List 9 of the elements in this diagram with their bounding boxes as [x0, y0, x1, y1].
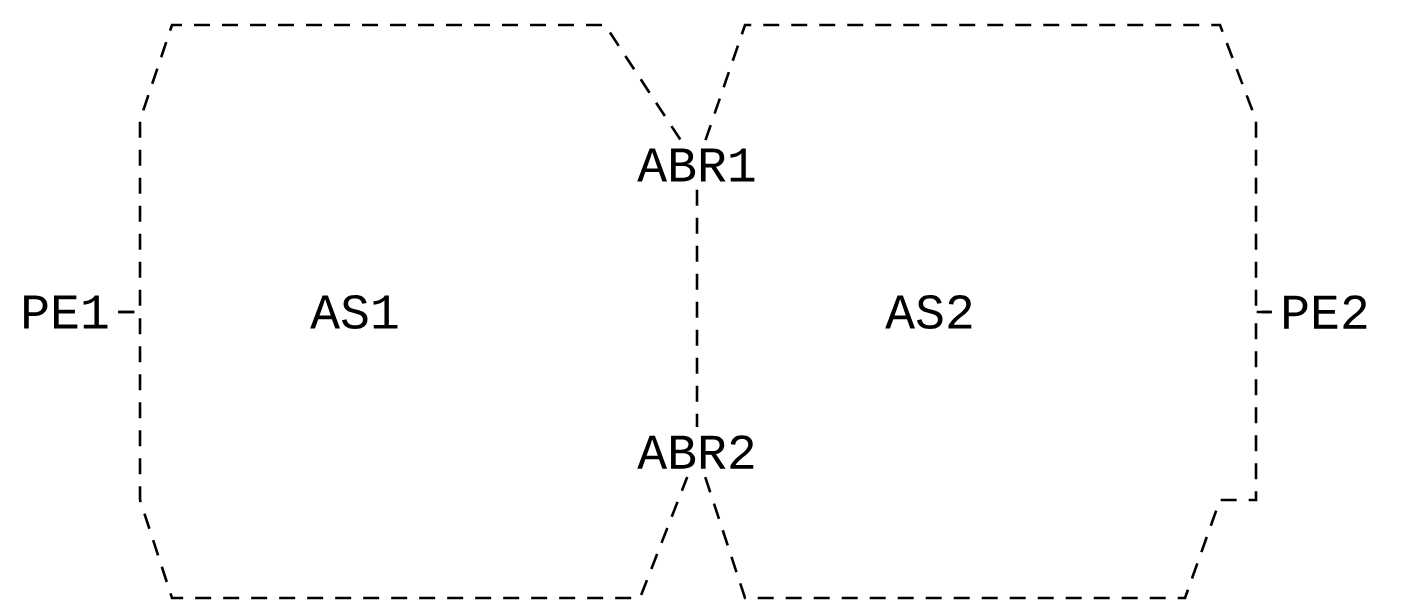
router-label: ABR1	[637, 148, 755, 182]
link-line	[695, 189, 699, 427]
area-label: AS1	[310, 295, 398, 329]
link-line	[704, 310, 1272, 600]
area-label: AS2	[885, 295, 972, 329]
link-line	[118, 310, 689, 600]
router-label: ABR2	[637, 435, 754, 469]
router-label: PE1	[24, 295, 108, 329]
router-label: PE2	[1284, 295, 1367, 329]
